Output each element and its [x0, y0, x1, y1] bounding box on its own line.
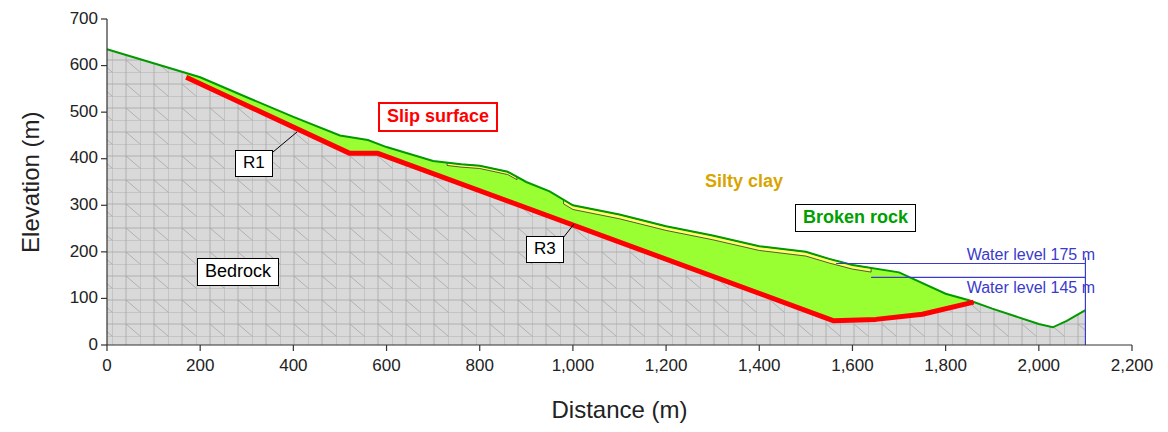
water-level-label: Water level 175 m [967, 246, 1095, 264]
tick-label: 300 [70, 196, 98, 215]
tick-label: 1,000 [552, 357, 595, 376]
node-text: Broken rock [803, 208, 908, 228]
tick-label: 800 [466, 357, 494, 376]
tick-label: 100 [70, 289, 98, 308]
callout-box: R3 [526, 236, 564, 263]
tick-label: 200 [70, 243, 98, 262]
ground-surface [107, 49, 1085, 327]
axis-title: Elevation (m) [19, 111, 45, 252]
tick-label: 200 [186, 357, 214, 376]
axes [101, 19, 1132, 351]
tick-label: 400 [279, 357, 307, 376]
tick-label: 1,800 [924, 357, 967, 376]
layer-label: Silty clay [705, 172, 783, 192]
node-text: Slip surface [387, 107, 489, 127]
node-text: R1 [243, 154, 265, 173]
tick-label: 600 [372, 357, 400, 376]
tick-label: 0 [89, 336, 98, 355]
slip-surface-box: Slip surface [378, 102, 498, 132]
water-level-line [836, 263, 1085, 264]
bedrock-box: Bedrock [197, 258, 279, 286]
water-level-line [871, 277, 1085, 278]
water-level-marker [1085, 257, 1086, 345]
node-text: Bedrock [205, 262, 271, 282]
leader-line [563, 224, 574, 238]
tick-label: 600 [70, 56, 98, 75]
tick-label: 0 [102, 357, 111, 376]
callout-box: R1 [235, 150, 273, 177]
water-level-label: Water level 145 m [967, 279, 1095, 297]
tick-label: 1,400 [738, 357, 781, 376]
bedrock-mesh [107, 49, 1085, 345]
broken-rock-box: Broken rock [795, 204, 916, 232]
tick-label: 400 [70, 149, 98, 168]
leader-line [273, 132, 297, 152]
tick-label: 700 [70, 10, 98, 29]
tick-label: 1,600 [831, 357, 874, 376]
tick-label: 1,200 [645, 357, 688, 376]
broken-rock-body [186, 73, 973, 321]
node-text: R3 [534, 240, 556, 259]
tick-label: 500 [70, 103, 98, 122]
axis-title: Distance (m) [551, 397, 687, 423]
tick-label: 2,000 [1018, 357, 1061, 376]
tick-label: 2,200 [1111, 357, 1154, 376]
slip-surface-line [186, 77, 973, 321]
